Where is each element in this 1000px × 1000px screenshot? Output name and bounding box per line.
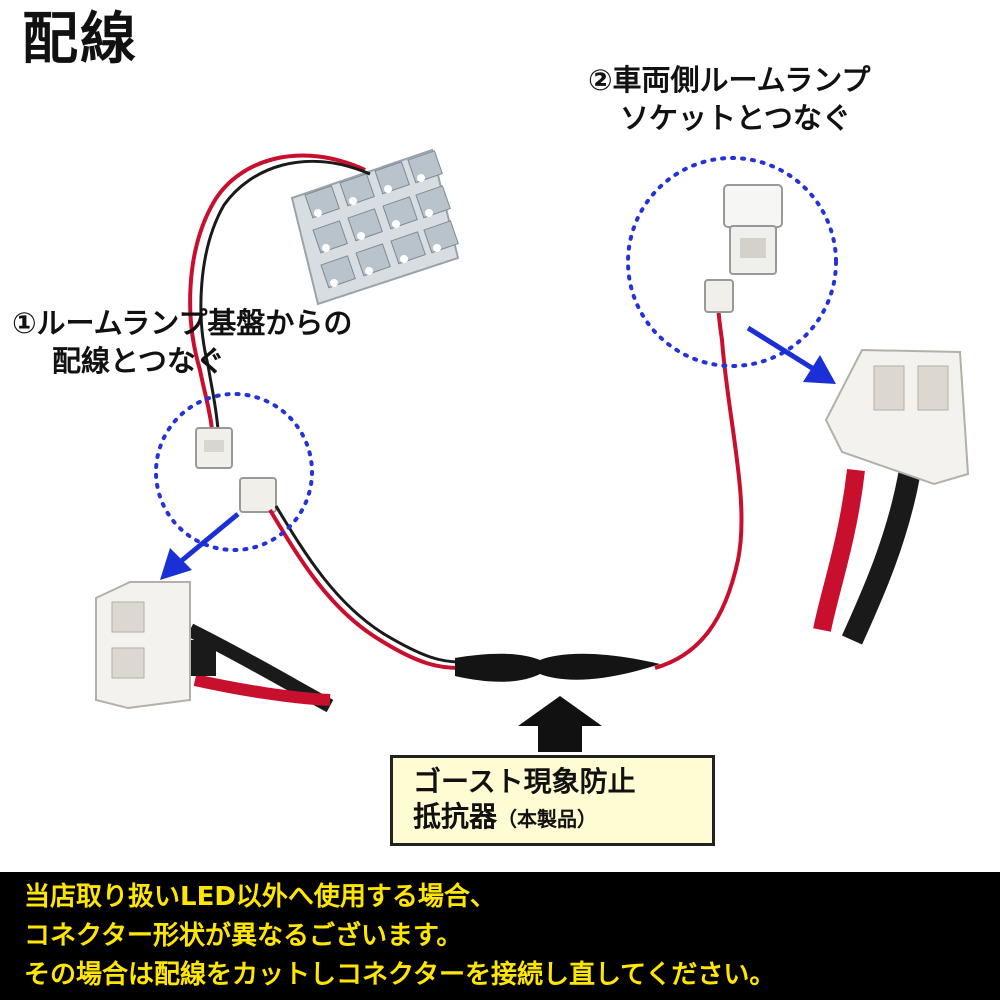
page-title: 配線 <box>22 7 138 72</box>
vehicle-socket <box>723 184 783 275</box>
socket-connector <box>704 279 734 313</box>
up-arrow-icon <box>518 696 602 752</box>
dotted-circle-2 <box>626 156 838 368</box>
dotted-circle-1 <box>154 392 314 552</box>
resistor-label-line1: ゴースト現象防止 <box>413 765 636 798</box>
resistor-label: ゴースト現象防止 抵抗器（本製品） <box>390 755 715 846</box>
step1-line1: ①ルームランプ基盤からの <box>12 306 353 340</box>
resistor-input-connector <box>239 477 277 513</box>
step1-caption: ①ルームランプ基盤からの 配線とつなぐ <box>12 305 352 380</box>
notice-banner: 当店取り扱いLED以外へ使用する場合、 コネクター形状が異なるございます。 その… <box>0 872 1000 1000</box>
resistor-label-note: （本製品） <box>497 807 598 831</box>
led-board <box>290 148 460 306</box>
notice-line3: その場合は配線をカットしコネクターを接続し直してください。 <box>24 960 776 990</box>
step2-caption: ②車両側ルームランプ ソケットとつなぐ <box>588 62 870 137</box>
socket-connector-zoom <box>813 348 970 645</box>
wiring-illustration <box>95 148 970 752</box>
arrow-icon-2 <box>746 325 836 384</box>
notice-line1: 当店取り扱いLED以外へ使用する場合、 <box>24 882 496 912</box>
board-connector-zoom <box>95 581 334 713</box>
step2-line2: ソケットとつなぐ <box>620 100 851 135</box>
arrow-icon-1 <box>160 512 240 580</box>
step1-line2: 配線とつなぐ <box>52 343 225 378</box>
resistor <box>455 653 660 682</box>
step2-line1: ②車両側ルームランプ <box>588 63 871 97</box>
resistor-label-name: 抵抗器 <box>413 800 498 833</box>
resistor-label-line2: 抵抗器（本製品） <box>413 799 712 834</box>
notice-line2: コネクター形状が異なるございます。 <box>24 921 463 951</box>
